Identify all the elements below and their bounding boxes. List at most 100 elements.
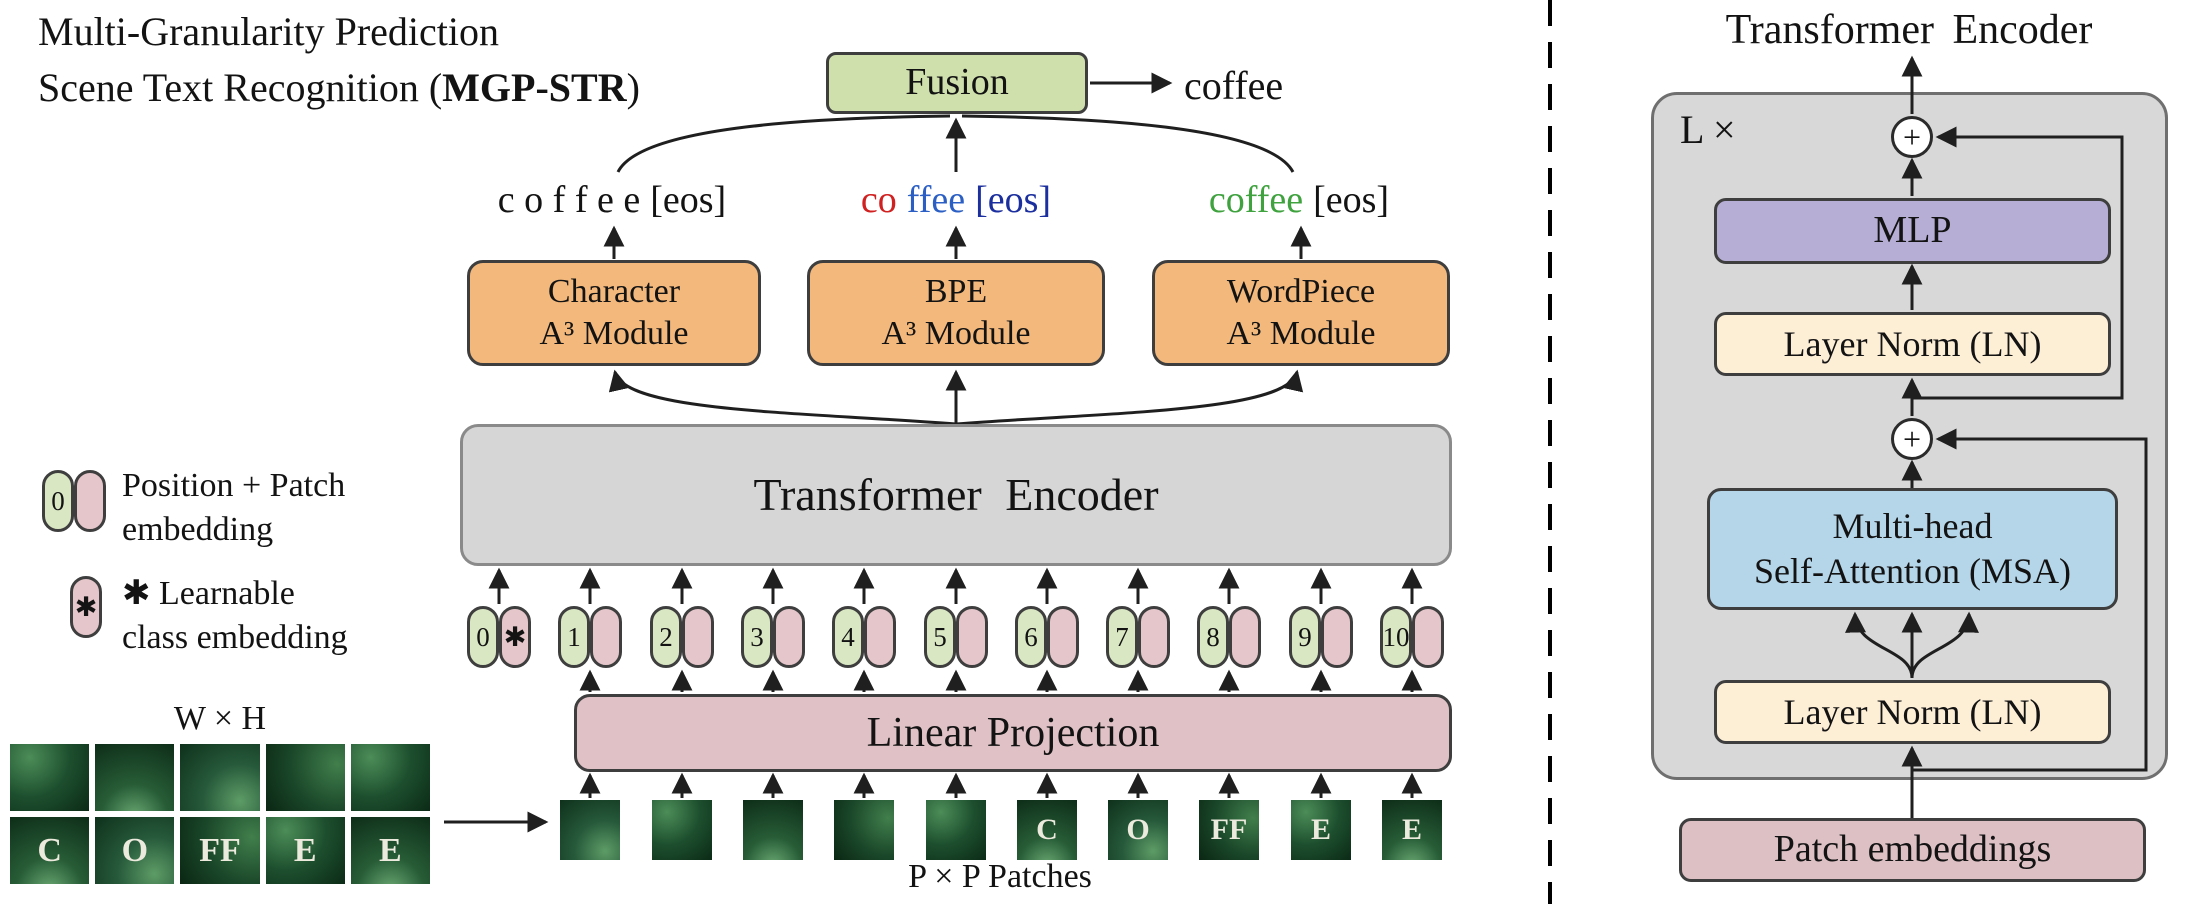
fusion-label: Fusion [905,61,1009,104]
eos-token: [eos] [975,179,1052,221]
token-pair-2: 2 [650,606,714,668]
photo-cell [180,744,260,811]
class-embedding-pill: ✱ [499,606,531,668]
token-number: 10 [1382,621,1410,652]
figure-title-line2: Scene Text Recognition (MGP-STR) [38,65,640,110]
image-patch: E [1291,800,1351,860]
position-embedding-pill: 3 [741,606,773,668]
photo-cell: O [95,817,175,884]
image-size-label: W × H [173,700,267,737]
position-embedding-pill: 0 [467,606,499,668]
token-number: 1 [567,621,581,652]
position-embedding-pill: 6 [1015,606,1047,668]
patch-embedding-pill [590,606,622,668]
image-patch: FF [1199,800,1259,860]
token-pair-4: 4 [832,606,896,668]
patch-embedding-pill [1229,606,1261,668]
character-a3-module: Character A³ Module [467,260,761,366]
bpe-a3-module: BPE A³ Module [807,260,1105,366]
input-image: C O FF E E [10,744,430,884]
legend-class-pill-wrap: ✱ [70,576,102,638]
character-prediction: c o f f e e[eos] [497,179,727,221]
image-patch: O [1108,800,1168,860]
token-number: 4 [841,621,855,652]
patch-embedding-pill [1321,606,1353,668]
residual-add-top-icon: + [1891,116,1933,158]
token-pair-9: 9 [1289,606,1353,668]
token-pair-0: 0 ✱ [467,606,531,668]
token-pair-3: 3 [741,606,805,668]
position-embedding-pill: 5 [924,606,956,668]
class-token-symbol: ✱ [122,575,151,612]
token-number: 7 [1115,621,1129,652]
fusion-block: Fusion [826,52,1088,114]
image-patch [560,800,620,860]
image-patch [652,800,712,860]
legend-position-patch-pills: 0 [42,470,106,532]
image-patch [743,800,803,860]
transformer-encoder-block: Transformer Encoder [460,424,1452,566]
wordpiece-a3-module: WordPiece A³ Module [1152,260,1450,366]
patch-embedding-pill [1412,606,1444,668]
linear-projection-block: Linear Projection [574,694,1452,772]
image-patch [834,800,894,860]
final-output-text: coffee [1184,63,1284,108]
token-number: 8 [1206,621,1220,652]
position-embedding-pill: 9 [1289,606,1321,668]
photo-cell [265,744,345,811]
patch-embedding-pill [956,606,988,668]
mlp-block: MLP [1714,198,2111,264]
patch-embedding-pill [864,606,896,668]
token-number: 3 [750,621,764,652]
layer-repeat-label: L × [1680,107,1736,152]
legend-position-pill: 0 [42,470,74,532]
position-embedding-pill: 4 [832,606,864,668]
model-name: MGP-STR [442,65,627,110]
patch-embedding-pill [773,606,805,668]
token-pair-8: 8 [1197,606,1261,668]
patch-embedding-pill [1047,606,1079,668]
photo-cell [10,744,90,811]
photo-cell: FF [180,817,260,884]
token-number: 0 [476,621,490,652]
layer-norm-bottom-block: Layer Norm (LN) [1714,680,2111,744]
position-embedding-pill: 2 [650,606,682,668]
image-patch: E [1382,800,1442,860]
eos-token: [eos] [1313,179,1390,221]
legend-position-patch-text: Position + Patch embedding [122,467,346,548]
section-divider [1548,0,1552,904]
eos-token: [eos] [650,179,727,221]
class-token-symbol: ✱ [503,621,527,652]
token-number: 2 [659,621,673,652]
photo-cell [350,744,430,811]
token-number: 9 [1298,621,1312,652]
token-number: 5 [933,621,947,652]
token-pair-1: 1 [558,606,622,668]
figure-title-line1: Multi-Granularity Prediction [38,9,500,54]
encoder-detail-title: Transformer Encoder [1725,7,2093,53]
position-embedding-pill: 1 [558,606,590,668]
image-patch [926,800,986,860]
figure-title: Multi-Granularity Prediction Scene Text … [38,4,640,116]
token-number: 6 [1024,621,1038,652]
patch-embedding-pill [682,606,714,668]
photo-cell [95,744,175,811]
wordpiece-prediction: coffee[eos] [1208,179,1390,221]
residual-add-bottom-icon: + [1891,418,1933,460]
position-embedding-pill: 10 [1380,606,1412,668]
msa-block: Multi-head Self-Attention (MSA) [1707,488,2118,610]
legend-patch-pill [74,470,106,532]
layer-norm-top-block: Layer Norm (LN) [1714,312,2111,376]
patch-embeddings-block: Patch embeddings [1679,818,2146,882]
token-pair-10: 10 [1380,606,1444,668]
position-embedding-pill: 8 [1197,606,1229,668]
class-token-symbol: ✱ [74,591,98,622]
token-pair-6: 6 [1015,606,1079,668]
patch-embedding-pill [1138,606,1170,668]
legend-class-text: ✱ Learnable class embedding [122,575,348,656]
photo-cell: E [265,817,345,884]
position-embedding-pill: 7 [1106,606,1138,668]
legend-class-pill: ✱ [70,576,102,638]
photo-cell: C [10,817,90,884]
